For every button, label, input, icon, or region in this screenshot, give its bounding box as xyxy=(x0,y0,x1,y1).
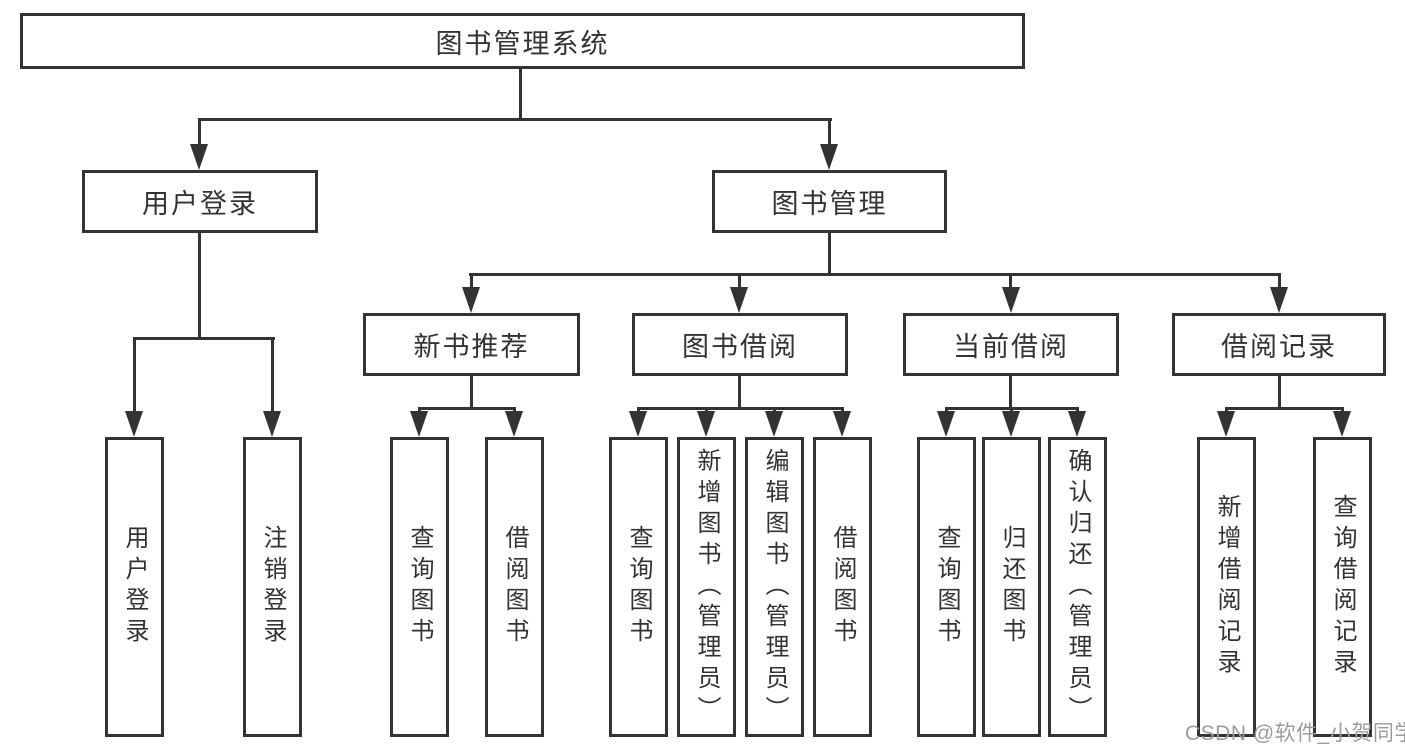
connector-book-mgmt-bar xyxy=(469,273,1281,276)
connector-drop-borrow xyxy=(738,273,741,293)
leaf-borrow-add-book-admin: 新增图书（管理员） xyxy=(677,437,736,737)
leaf-user-login: 用户登录 xyxy=(105,437,164,737)
leaf-recommend-query-book: 查询图书 xyxy=(390,437,449,737)
connector-user-login-stem xyxy=(198,233,201,340)
connector-record-stem xyxy=(1278,376,1281,410)
leaf-borrow-borrow-book: 借阅图书 xyxy=(813,437,872,737)
connector-book-mgmt-stem xyxy=(828,233,831,276)
connector-drop-book-mgmt xyxy=(828,118,831,148)
connector-drop-user-login xyxy=(198,118,201,148)
arrowhead-icon xyxy=(765,411,783,437)
arrowhead-icon xyxy=(1270,287,1288,313)
connector-record-bar xyxy=(1225,407,1344,410)
leaf-record-add-record: 新增借阅记录 xyxy=(1197,437,1256,737)
connector-drop-logout-leaf xyxy=(271,337,274,417)
leaf-current-confirm-return-admin: 确认归还（管理员） xyxy=(1048,437,1107,737)
arrowhead-icon xyxy=(410,411,428,437)
arrowhead-icon xyxy=(697,411,715,437)
node-user-login: 用户登录 xyxy=(82,170,318,233)
leaf-recommend-borrow-book: 借阅图书 xyxy=(485,437,544,737)
arrowhead-icon xyxy=(190,144,208,170)
connector-borrow-stem xyxy=(738,376,741,410)
connector-drop-current xyxy=(1009,273,1012,293)
arrowhead-icon xyxy=(833,411,851,437)
node-book-borrow: 图书借阅 xyxy=(632,313,848,376)
arrowhead-icon xyxy=(937,411,955,437)
leaf-current-return-book: 归还图书 xyxy=(982,437,1041,737)
connector-drop-record xyxy=(1278,273,1281,293)
arrowhead-icon xyxy=(820,144,838,170)
leaf-borrow-query-book: 查询图书 xyxy=(609,437,668,737)
leaf-logout: 注销登录 xyxy=(243,437,302,737)
node-root: 图书管理系统 xyxy=(20,13,1025,69)
connector-drop-recommend xyxy=(470,273,473,293)
arrowhead-icon xyxy=(1217,411,1235,437)
arrowhead-icon xyxy=(125,411,143,437)
connector-user-login-bar xyxy=(133,337,275,340)
connector-root-stem xyxy=(519,66,522,121)
connector-borrow-bar xyxy=(637,407,844,410)
leaf-current-query-book: 查询图书 xyxy=(917,437,976,737)
connector-recommend-bar xyxy=(418,407,516,410)
leaf-record-query-record: 查询借阅记录 xyxy=(1313,437,1372,737)
arrowhead-icon xyxy=(1002,287,1020,313)
node-current-borrow: 当前借阅 xyxy=(903,313,1119,376)
arrowhead-icon xyxy=(1068,411,1086,437)
connector-root-bar xyxy=(198,118,832,121)
connector-current-stem xyxy=(1009,376,1012,410)
arrowhead-icon xyxy=(1333,411,1351,437)
arrowhead-icon xyxy=(1002,411,1020,437)
node-borrow-record: 借阅记录 xyxy=(1172,313,1386,376)
connector-recommend-stem xyxy=(470,376,473,410)
node-new-book-recommend: 新书推荐 xyxy=(363,313,580,376)
leaf-borrow-edit-book-admin: 编辑图书（管理员） xyxy=(745,437,804,737)
connector-drop-login-leaf xyxy=(133,337,136,417)
arrowhead-icon xyxy=(263,411,281,437)
watermark: CSDN @软件_小贺同学 xyxy=(1185,722,1405,745)
node-book-management: 图书管理 xyxy=(712,170,947,233)
arrowhead-icon xyxy=(505,411,523,437)
arrowhead-icon xyxy=(629,411,647,437)
arrowhead-icon xyxy=(462,287,480,313)
arrowhead-icon xyxy=(730,287,748,313)
